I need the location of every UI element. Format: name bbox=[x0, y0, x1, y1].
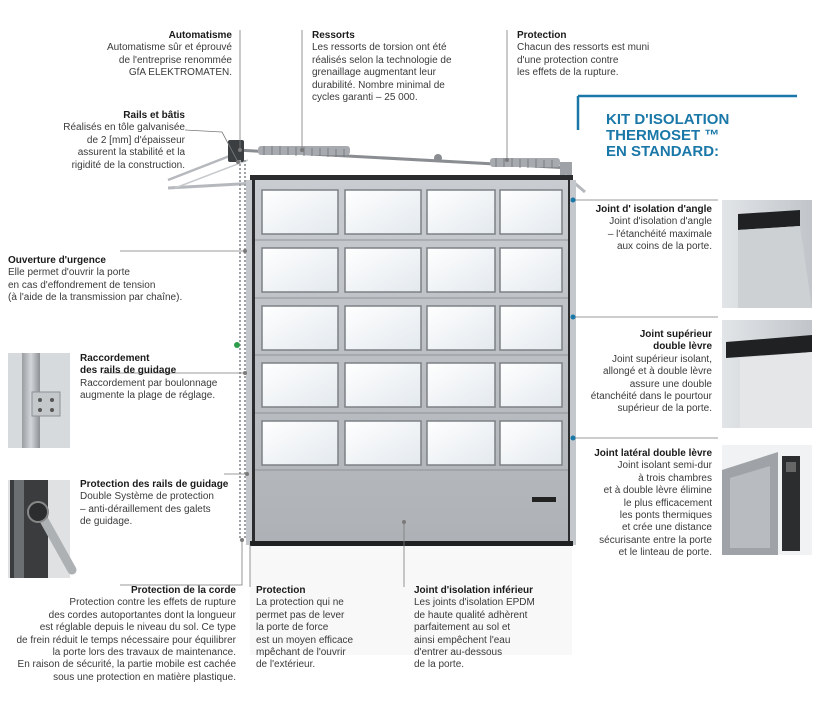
top-seal-photo bbox=[722, 320, 812, 428]
label-raccordement-desc: Raccordement par boulonnage augmente la … bbox=[80, 377, 218, 402]
label-joint-angle-desc: Joint d'isolation d'angle – l'étanchéité… bbox=[607, 216, 712, 253]
label-automatisme: Automatisme Automatisme sûr et éprouvé d… bbox=[70, 30, 232, 80]
label-joint-inferieur-title: Joint d'isolation inférieur bbox=[414, 585, 534, 596]
label-urgence-desc: Elle permet d'ouvrir la porte en cas d'e… bbox=[8, 267, 183, 304]
window-pane bbox=[499, 247, 563, 293]
window-pane bbox=[426, 362, 496, 408]
door-illustration bbox=[167, 140, 586, 546]
corner-seal-photo bbox=[722, 200, 812, 308]
window-pane bbox=[426, 420, 496, 466]
side-seal-photo bbox=[722, 445, 812, 555]
label-corde: Protection de la corde Protection contre… bbox=[10, 585, 236, 684]
label-urgence-title: Ouverture d'urgence bbox=[8, 255, 106, 266]
label-protection-ressorts-title: Protection bbox=[517, 30, 567, 41]
label-joint-inferieur-desc: Les joints d'isolation EPDM de haute qua… bbox=[414, 597, 535, 671]
label-joint-lateral-title: Joint latéral double lèvre bbox=[594, 448, 712, 459]
label-rails-desc: Réalisés en tôle galvanisée de 2 [mm] d'… bbox=[63, 122, 185, 171]
seal-markers bbox=[570, 197, 576, 441]
label-protection-rails-desc: Double Système de protection – anti-déra… bbox=[80, 491, 214, 528]
label-joint-angle-title: Joint d' isolation d'angle bbox=[595, 204, 712, 215]
window-pane bbox=[344, 247, 422, 293]
window-pane bbox=[261, 362, 339, 408]
kit-title: KIT D'ISOLATION THERMOSET ™ EN STANDARD: bbox=[606, 111, 730, 160]
window-pane bbox=[499, 362, 563, 408]
window-pane bbox=[499, 420, 563, 466]
label-corde-title: Protection de la corde bbox=[130, 585, 236, 596]
window-pane bbox=[344, 305, 422, 351]
window-pane bbox=[261, 189, 339, 235]
label-automatisme-title: Automatisme bbox=[168, 30, 232, 41]
label-rails: Rails et bâtis Réalisés en tôle galvanis… bbox=[30, 110, 185, 172]
kit-frame bbox=[576, 94, 797, 130]
window-pane bbox=[426, 189, 496, 235]
label-corde-desc: Protection contre les effets de rupture … bbox=[16, 597, 236, 683]
label-rails-title: Rails et bâtis bbox=[123, 110, 185, 121]
label-joint-superieur-desc: Joint supérieur isolant, allongé et à do… bbox=[590, 353, 712, 415]
label-automatisme-desc: Automatisme sûr et éprouvé de l'entrepri… bbox=[106, 42, 232, 79]
leader-dots bbox=[236, 148, 509, 542]
window-pane bbox=[426, 247, 496, 293]
label-protection-rails: Protection des rails de guidage Double S… bbox=[80, 479, 245, 529]
label-joint-angle: Joint d' isolation d'angle Joint d'isola… bbox=[578, 204, 712, 254]
label-ressorts: Ressorts Les ressorts de torsion ont été… bbox=[312, 30, 482, 104]
label-raccordement-title: Raccordement des rails de guidage bbox=[80, 353, 177, 377]
window-pane bbox=[344, 189, 422, 235]
label-joint-superieur-title: Joint supérieur double lèvre bbox=[639, 329, 712, 353]
label-protection-rails-title: Protection des rails de guidage bbox=[80, 479, 229, 490]
leader-lines bbox=[103, 30, 718, 587]
label-joint-lateral: Joint latéral double lèvre Joint isolant… bbox=[578, 448, 712, 560]
window-pane bbox=[261, 420, 339, 466]
window-pane bbox=[499, 189, 563, 235]
window-pane bbox=[261, 247, 339, 293]
label-protection-bas-title: Protection bbox=[256, 585, 306, 596]
label-joint-inferieur: Joint d'isolation inférieur Les joints d… bbox=[414, 585, 564, 672]
label-joint-superieur: Joint supérieur double lèvre Joint supér… bbox=[578, 329, 712, 416]
floor-reflection bbox=[250, 545, 572, 655]
label-protection-bas: Protection La protection qui ne permet p… bbox=[256, 585, 386, 672]
label-ressorts-title: Ressorts bbox=[312, 30, 355, 41]
label-raccordement: Raccordement des rails de guidage Raccor… bbox=[80, 353, 240, 403]
label-urgence: Ouverture d'urgence Elle permet d'ouvrir… bbox=[8, 255, 238, 305]
roller-photo bbox=[8, 480, 77, 578]
label-ressorts-desc: Les ressorts de torsion ont été réalisés… bbox=[312, 42, 452, 104]
label-protection-ressorts: Protection Chacun des ressorts est muni … bbox=[517, 30, 677, 80]
window-pane bbox=[344, 420, 422, 466]
label-protection-bas-desc: La protection qui ne permet pas de lever… bbox=[256, 597, 354, 671]
window-pane bbox=[344, 362, 422, 408]
label-protection-ressorts-desc: Chacun des ressorts est muni d'une prote… bbox=[517, 42, 650, 79]
window-pane bbox=[426, 305, 496, 351]
bracket-photo bbox=[8, 353, 70, 448]
label-joint-lateral-desc: Joint isolant semi-dur à trois chambres … bbox=[599, 460, 712, 559]
window-pane bbox=[261, 305, 339, 351]
window-pane bbox=[499, 305, 563, 351]
